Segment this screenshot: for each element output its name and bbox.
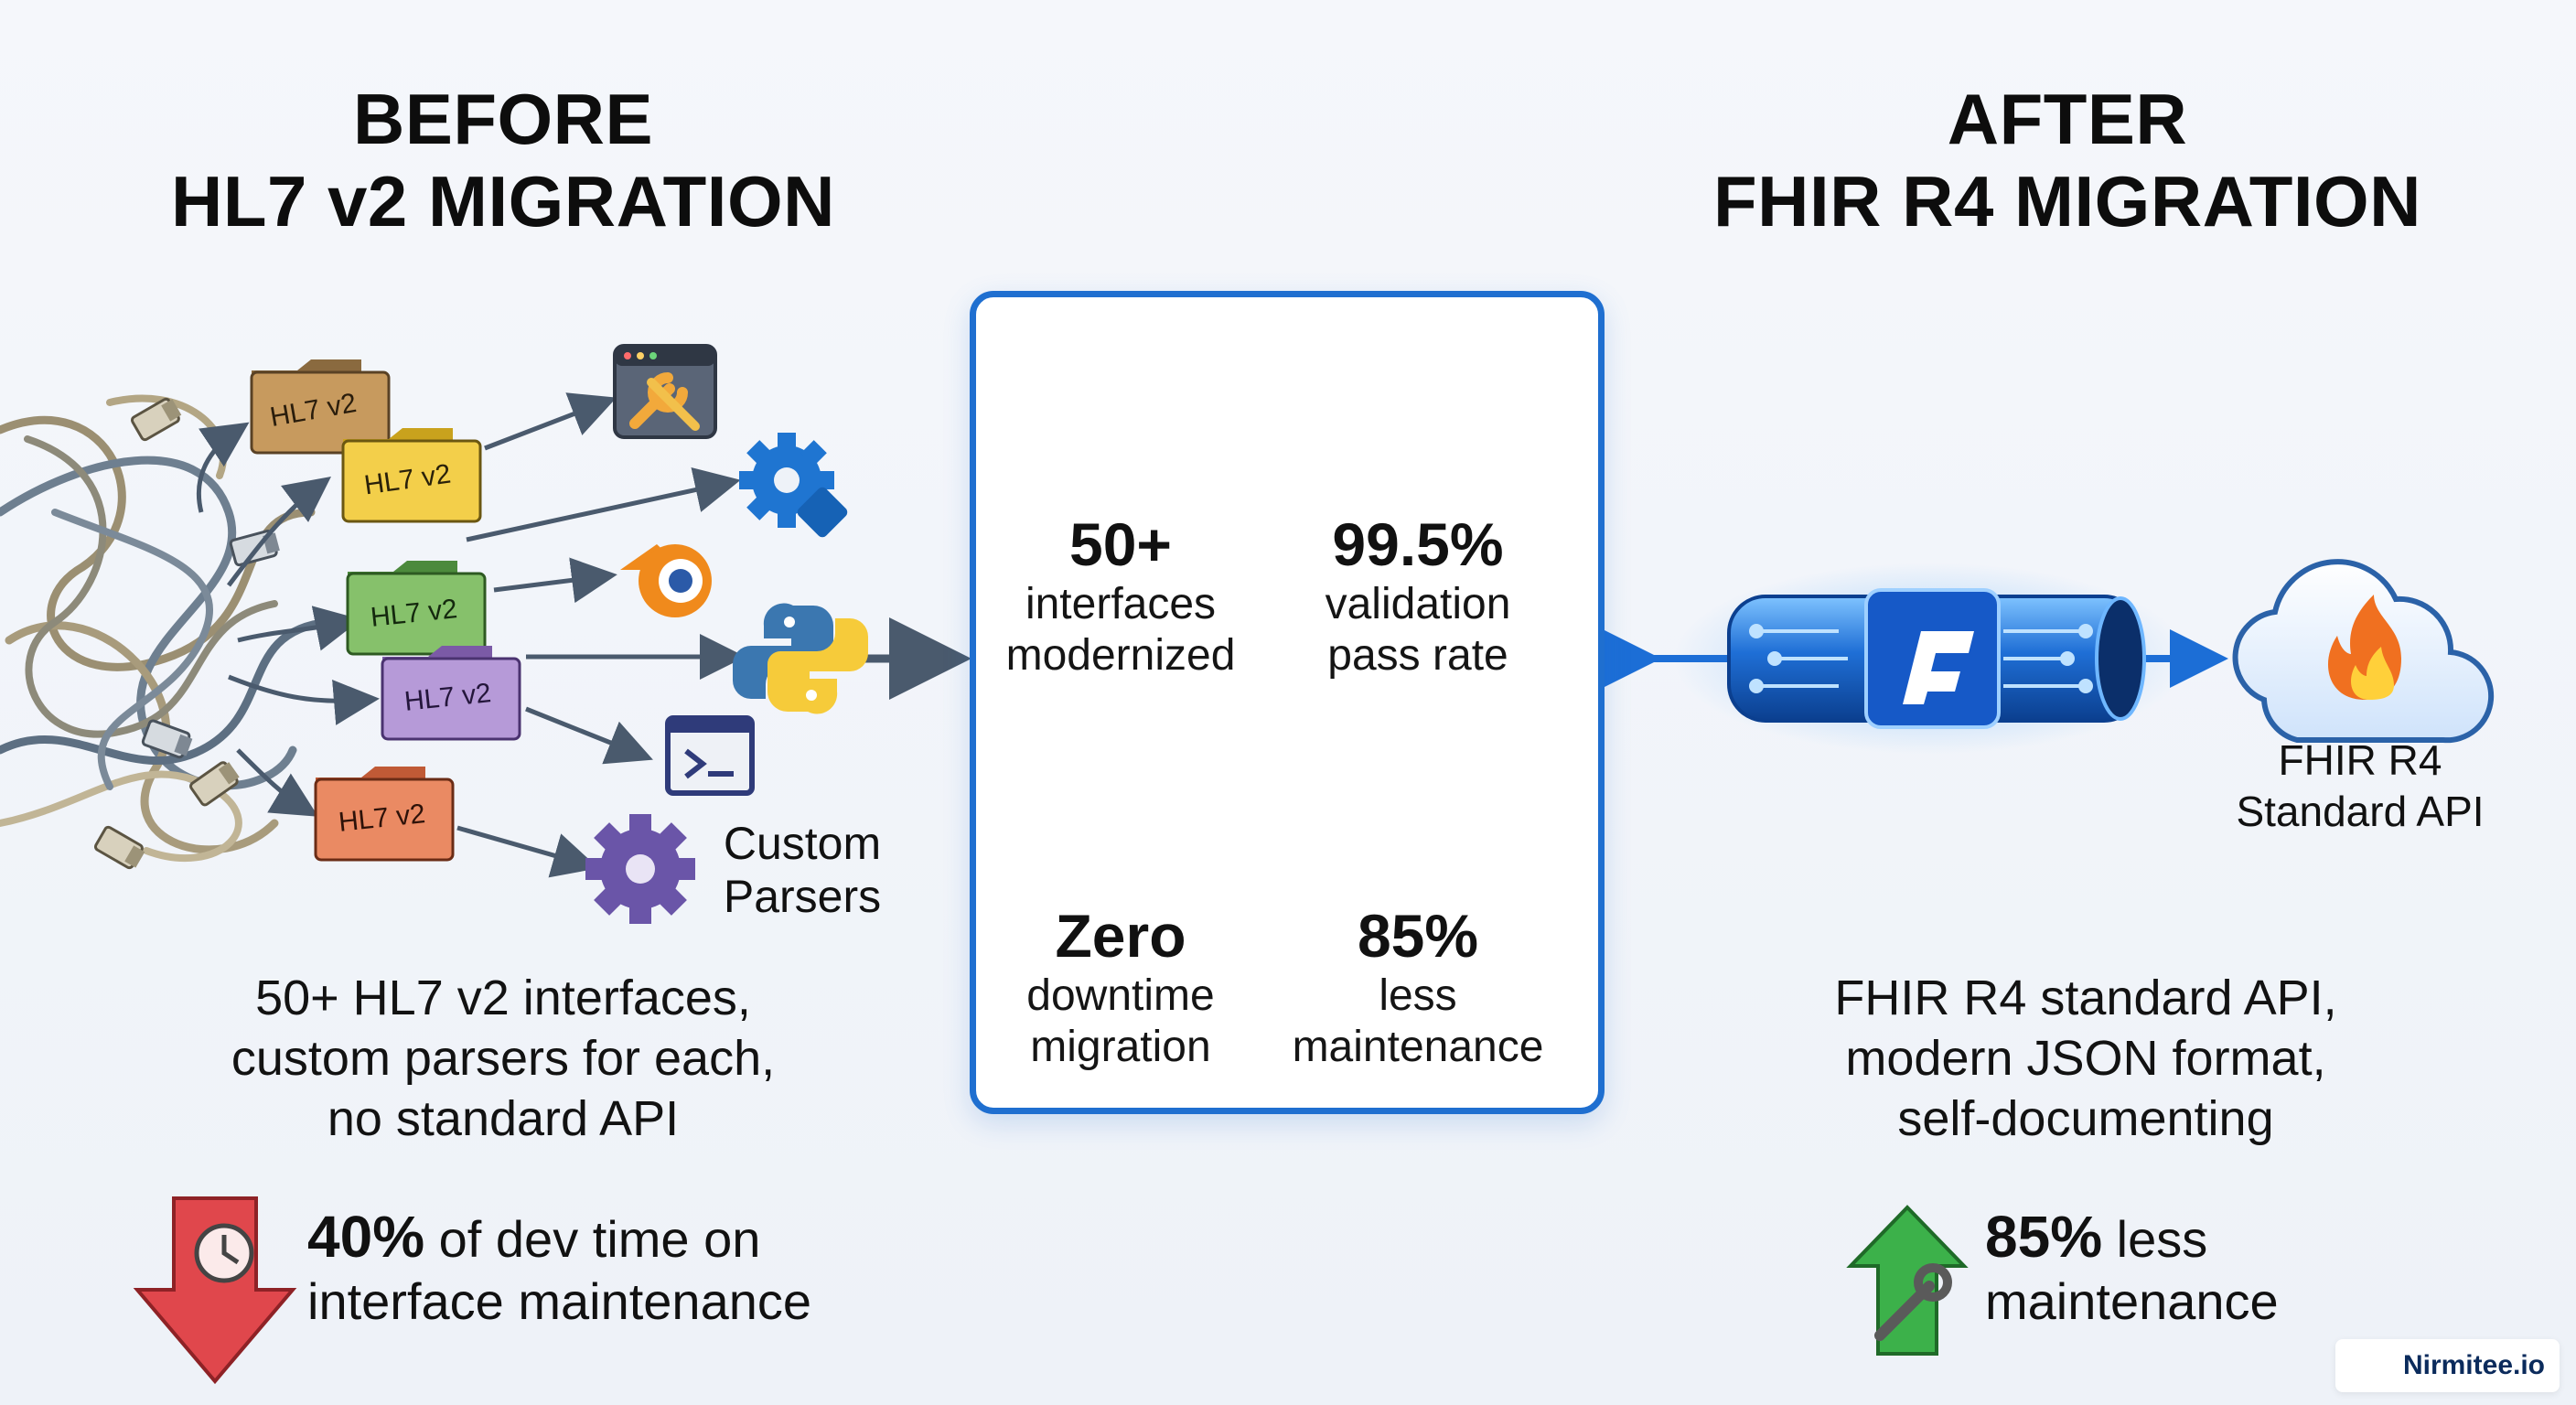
before-title: BEFORE HL7 v2 MIGRATION (91, 78, 915, 242)
after-title-line2: FHIR R4 MIGRATION (1712, 161, 2422, 241)
wrench-window-icon (613, 344, 717, 439)
custom-parsers-line2: Parsers (723, 871, 882, 922)
before-title-line2: HL7 v2 MIGRATION (171, 161, 835, 241)
after-callout-text1: less (2102, 1210, 2208, 1268)
after-desc-line2: modern JSON format, (1845, 1031, 2326, 1086)
metric-label-line1: interfaces (1025, 580, 1217, 628)
metric-value: 50+ (1069, 510, 1172, 578)
folder-green (346, 561, 487, 656)
before-callout-text2: interface maintenance (307, 1272, 812, 1330)
metric-value: 85% (1357, 902, 1479, 970)
cable-connectors (93, 397, 280, 870)
before-desc-line3: no standard API (327, 1091, 680, 1146)
up-arrow-wrench-icon (1846, 1205, 1969, 1356)
after-desc-line1: FHIR R4 standard API, (1834, 971, 2337, 1025)
watermark-logo-spacer (2350, 1348, 2392, 1383)
metric-label-line2: maintenance (1292, 1023, 1544, 1071)
down-arrow-clock-icon (133, 1196, 297, 1385)
folder-to-tool-arrows (456, 392, 971, 878)
after-callout-text2: maintenance (1985, 1272, 2279, 1330)
metric-downtime: Zero downtime migration (970, 901, 1272, 1073)
folder-brown (250, 359, 391, 455)
metric-label-line2: modernized (1005, 631, 1236, 680)
fhir-pipe-illustration (1603, 563, 2228, 755)
after-description: FHIR R4 standard API, modern JSON format… (1720, 968, 2452, 1149)
metric-value: 99.5% (1332, 510, 1504, 578)
metric-maintenance: 85% less maintenance (1267, 901, 1569, 1073)
fhir-cloud-icon (2232, 559, 2495, 744)
metric-label-line1: validation (1325, 580, 1511, 628)
metric-label-line2: migration (1030, 1023, 1211, 1071)
custom-parsers-line1: Custom (723, 818, 882, 869)
puzzle-gear-icon (739, 433, 848, 538)
before-callout: 40% of dev time on interface maintenance (307, 1206, 875, 1333)
before-desc-line1: 50+ HL7 v2 interfaces, (255, 971, 751, 1025)
hl7-folders (250, 359, 521, 862)
watermark-text: Nirmitee.io (2402, 1350, 2545, 1380)
watermark[interactable]: Nirmitee.io (2334, 1339, 2560, 1392)
fhir-cloud-line2: Standard API (2236, 788, 2485, 835)
after-desc-line3: self-documenting (1897, 1091, 2274, 1146)
before-desc-line2: custom parsers for each, (231, 1031, 776, 1086)
metric-interfaces: 50+ interfaces modernized (970, 509, 1272, 681)
after-callout-value: 85% (1985, 1204, 2103, 1270)
metric-label-line2: pass rate (1327, 631, 1508, 680)
before-title-line1: BEFORE (352, 79, 654, 159)
folder-purple (381, 646, 521, 741)
python-icon (733, 603, 868, 714)
before-callout-value: 40% (307, 1204, 425, 1270)
custom-parser-gear-icon (585, 814, 695, 924)
metric-label-line1: less (1379, 971, 1457, 1020)
custom-parsers-label: Custom Parsers (706, 817, 898, 923)
metric-value: Zero (1055, 902, 1186, 970)
after-callout: 85% less maintenance (1985, 1206, 2442, 1333)
before-description: 50+ HL7 v2 interfaces, custom parsers fo… (137, 968, 869, 1149)
metric-label-line1: downtime (1026, 971, 1215, 1020)
metric-validation: 99.5% validation pass rate (1267, 509, 1569, 681)
cable-to-folder-arrows (196, 422, 380, 817)
fhir-cloud-line1: FHIR R4 (2278, 736, 2442, 784)
metrics-panel: 50+ interfaces modernized 99.5% validati… (970, 291, 1605, 1114)
folder-yellow (341, 428, 482, 523)
after-title-line1: AFTER (1947, 79, 2188, 159)
after-title: AFTER FHIR R4 MIGRATION (1674, 78, 2461, 242)
folder-orange (314, 767, 455, 862)
blender-icon (620, 544, 712, 617)
fhir-cloud-label: FHIR R4 Standard API (2186, 735, 2534, 837)
terminal-icon (665, 715, 755, 796)
before-callout-text1: of dev time on (424, 1210, 761, 1268)
